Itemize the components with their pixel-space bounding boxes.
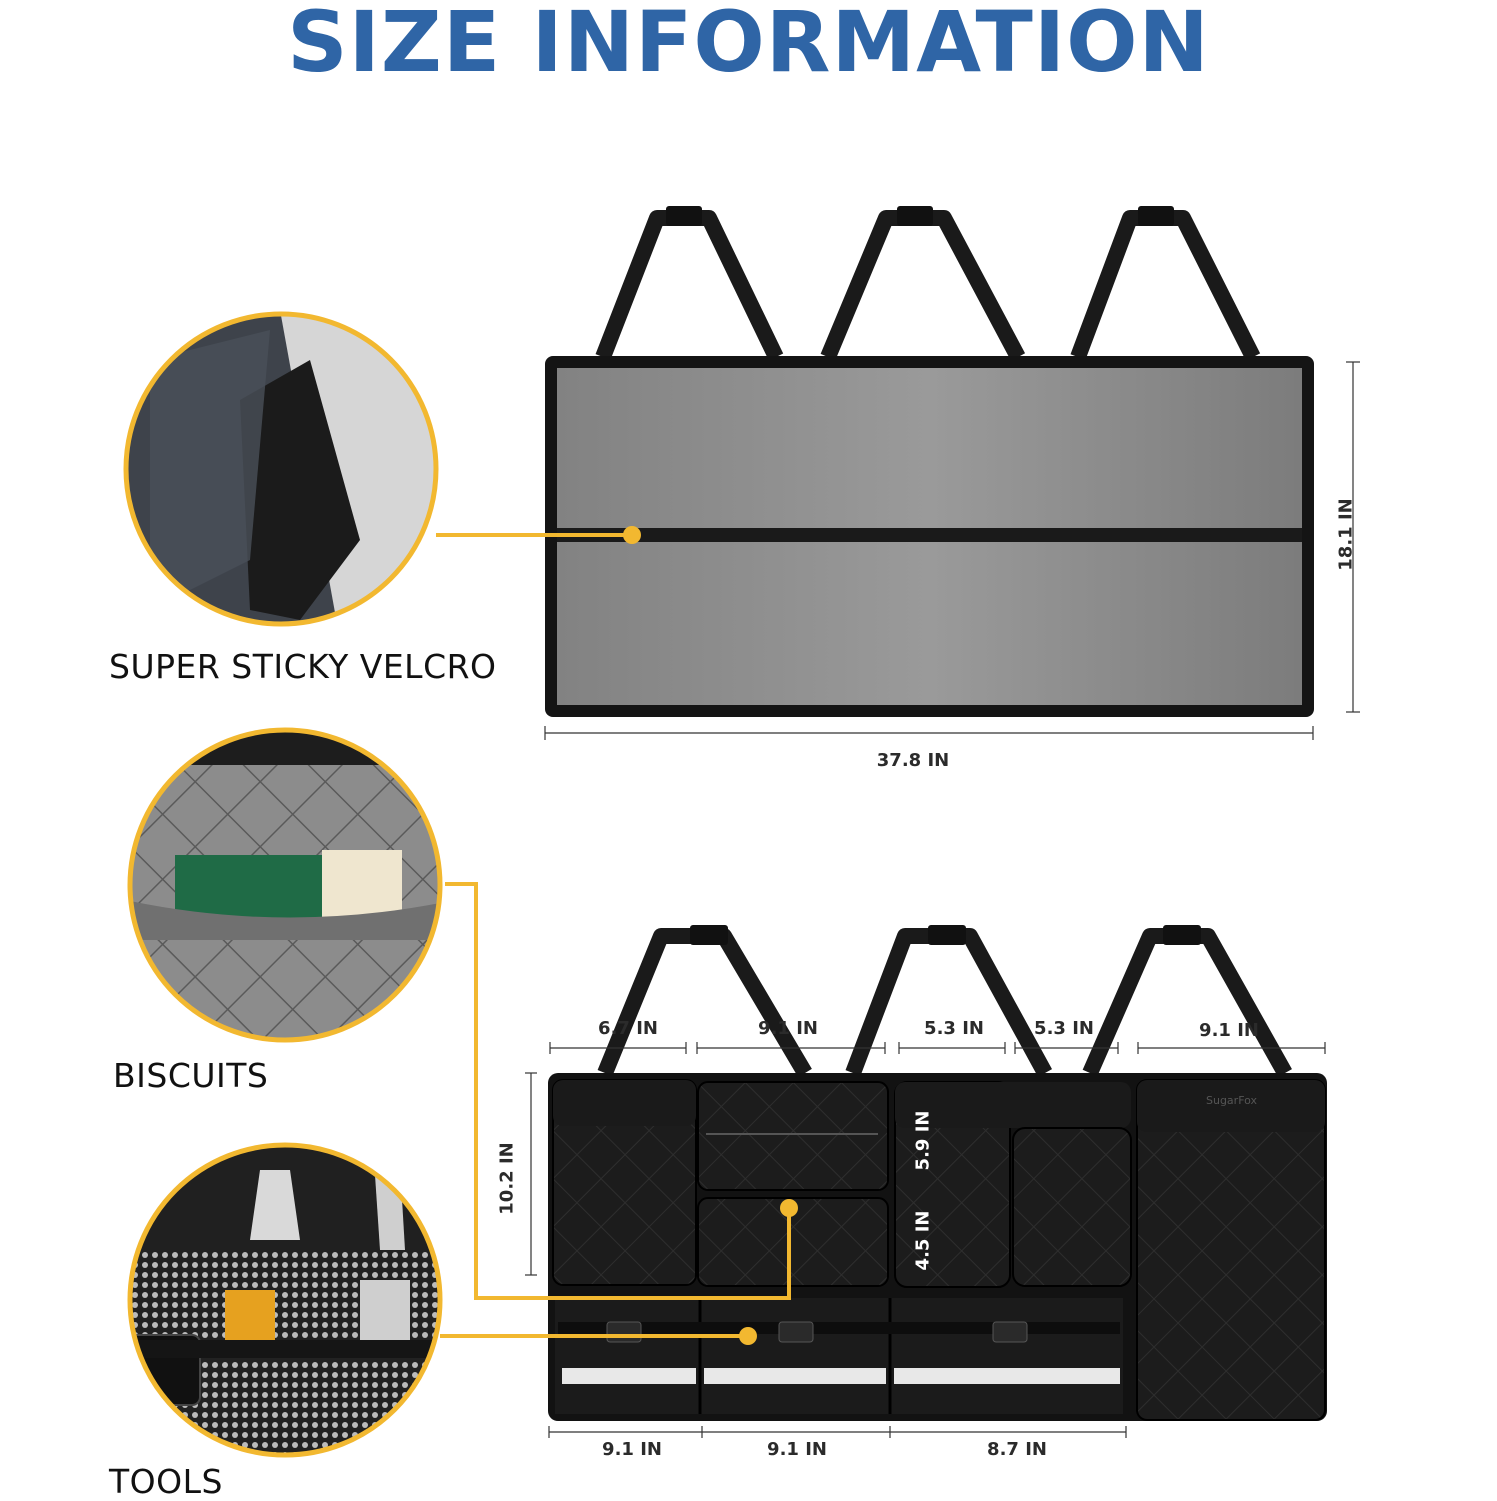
- top-height-dimension-line: [1346, 361, 1360, 713]
- buckle-icon: [666, 206, 702, 226]
- callout-label-velcro: SUPER STICKY VELCRO: [109, 647, 497, 686]
- top-width-dimension-line: [544, 726, 1314, 740]
- width-label-1: 6.7 IN: [598, 1018, 658, 1039]
- buckle-icon: [1138, 206, 1174, 226]
- page-title: SIZE INFORMATION: [287, 0, 1210, 91]
- callout-dot: [623, 526, 641, 544]
- pocket-closeup-icon: [127, 727, 443, 1043]
- callout-connectors: [436, 533, 791, 1338]
- brand-logo: SugarFox: [1206, 1094, 1258, 1107]
- top-width-label: 37.8 IN: [876, 750, 950, 771]
- bottom-width-label-2: 9.1 IN: [767, 1439, 827, 1460]
- bottom-width-label-1: 9.1 IN: [602, 1439, 662, 1460]
- width-label-5: 9.1 IN: [1199, 1020, 1259, 1041]
- buckle-icon: [897, 206, 933, 226]
- buckle-icon: [606, 1321, 642, 1343]
- bottom-bottom-dimension-lines: [548, 1426, 1127, 1438]
- buckle-icon: [1163, 925, 1201, 945]
- mesh-tools-closeup-icon: [127, 1142, 443, 1458]
- inner-height-label-2: 4.5 IN: [912, 1210, 934, 1271]
- width-label-2: 9.1 IN: [758, 1018, 818, 1039]
- top-height-label: 18.1 IN: [1335, 498, 1357, 571]
- buckle-icon: [690, 925, 728, 945]
- bottom-top-dimension-lines: [549, 1042, 1326, 1054]
- velcro-closeup-icon: [123, 311, 439, 627]
- bottom-organizer-front: [548, 925, 1327, 1421]
- callout-dot: [739, 1327, 757, 1345]
- top-organizer-back: [545, 206, 1314, 717]
- buckle-icon: [928, 925, 966, 945]
- callout-label-biscuits: BISCUITS: [113, 1056, 269, 1095]
- bottom-width-label-3: 8.7 IN: [987, 1439, 1047, 1460]
- buckle-icon: [778, 1321, 814, 1343]
- bottom-height-dimension-line: [525, 1072, 537, 1276]
- inner-height-label-1: 5.9 IN: [912, 1110, 934, 1171]
- top-strap-2: [820, 210, 1026, 361]
- bottom-height-label: 10.2 IN: [496, 1142, 518, 1215]
- width-label-3: 5.3 IN: [924, 1018, 984, 1039]
- width-label-4: 5.3 IN: [1034, 1018, 1094, 1039]
- callout-dot: [780, 1199, 798, 1217]
- top-strap-3: [1070, 210, 1261, 361]
- velcro-strip: [557, 528, 1302, 542]
- top-strap-1: [595, 210, 784, 361]
- callout-label-tools: TOOLS: [109, 1462, 223, 1501]
- buckle-icon: [992, 1321, 1028, 1343]
